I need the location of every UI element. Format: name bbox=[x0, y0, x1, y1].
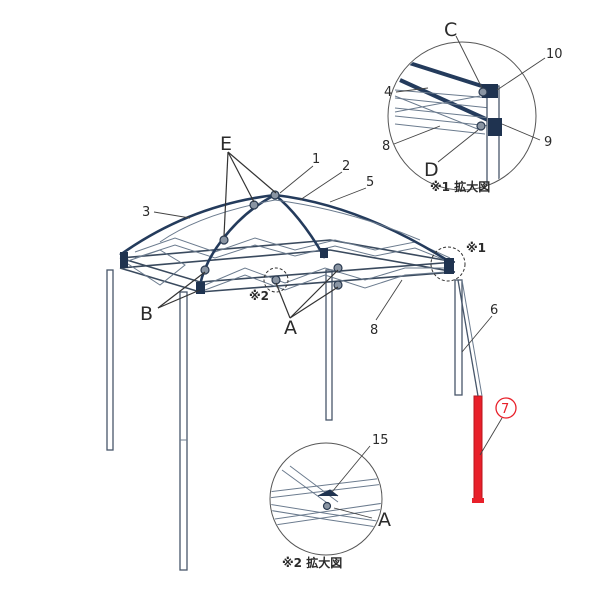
caption-detail1: ※1 拡大図 bbox=[430, 179, 490, 194]
label-8-main: 8 bbox=[370, 323, 378, 338]
joint-e3 bbox=[200, 265, 210, 275]
label-A-detail: A bbox=[378, 509, 391, 531]
joint-a3 bbox=[333, 280, 343, 290]
detail2-magnified-view bbox=[269, 442, 383, 556]
label-9: 9 bbox=[544, 135, 552, 150]
joint-a2 bbox=[333, 263, 343, 273]
leg-back-left bbox=[106, 269, 114, 451]
leg-front-left bbox=[179, 291, 188, 571]
detail1-magnified-view bbox=[387, 35, 546, 191]
label-E: E bbox=[220, 133, 232, 155]
bracket-front-right bbox=[444, 258, 454, 274]
truss-perimeter bbox=[119, 237, 456, 293]
label-6: 6 bbox=[490, 303, 498, 318]
joint-top bbox=[270, 190, 280, 200]
label-B: B bbox=[140, 303, 153, 325]
label-7: 7 bbox=[501, 402, 509, 417]
marker-1: ※1 bbox=[466, 241, 486, 255]
label-7-circled: 7 bbox=[495, 397, 517, 419]
tent-frame bbox=[106, 190, 484, 571]
labels: E 1 2 5 3 B ※2 A 8 ※1 6 7 C 10 4 8 9 D ※… bbox=[140, 19, 563, 570]
label-C: C bbox=[444, 19, 457, 41]
label-4: 4 bbox=[384, 85, 392, 100]
label-10: 10 bbox=[546, 47, 563, 62]
detail1-marker-circle bbox=[430, 246, 466, 282]
leg-back-right bbox=[325, 269, 333, 421]
label-2: 2 bbox=[342, 159, 350, 174]
joint-e2 bbox=[219, 235, 229, 245]
label-5: 5 bbox=[366, 175, 374, 190]
leader-lines bbox=[153, 151, 503, 456]
joint-e1 bbox=[249, 200, 259, 210]
bracket-back-right bbox=[320, 248, 328, 258]
label-A-main: A bbox=[284, 317, 297, 339]
corner-brackets bbox=[120, 248, 454, 294]
label-1: 1 bbox=[312, 152, 320, 167]
label-15: 15 bbox=[372, 433, 389, 448]
label-3: 3 bbox=[142, 205, 150, 220]
label-8-detail: 8 bbox=[382, 139, 390, 154]
caption-detail2: ※2 拡大図 bbox=[282, 555, 342, 570]
joints bbox=[200, 190, 343, 290]
marker-2: ※2 bbox=[249, 289, 269, 303]
joint-a1 bbox=[271, 275, 281, 285]
detail2-marker-circle bbox=[263, 267, 289, 293]
leg-lower-highlighted-part-7 bbox=[472, 395, 484, 503]
bracket-back-left bbox=[120, 252, 128, 268]
label-D: D bbox=[424, 159, 439, 181]
bracket-front-left bbox=[196, 282, 205, 294]
